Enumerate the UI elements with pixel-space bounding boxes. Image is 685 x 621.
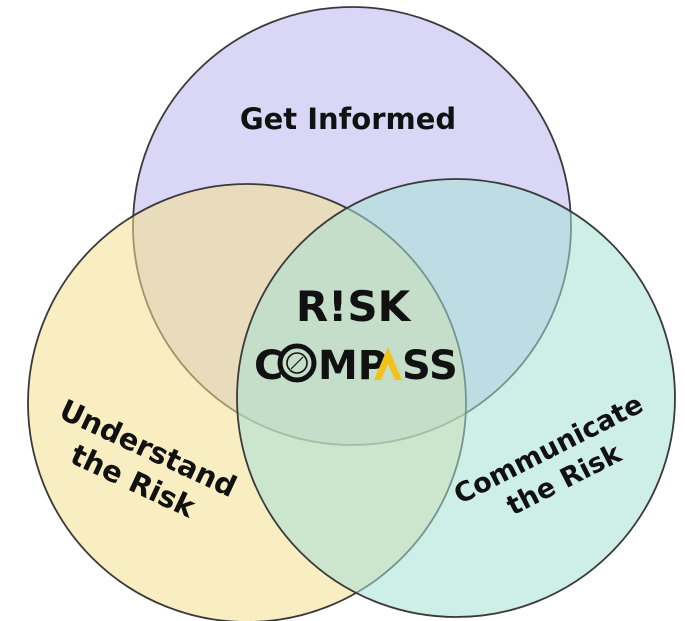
triangle-a-icon [374, 347, 402, 380]
label-get-informed: Get Informed [240, 102, 456, 136]
logo-line-risk: R!SK [296, 282, 412, 331]
risk-compass-logo: R!SK C MP SS [254, 282, 458, 389]
circle-communicate-the-risk [236, 178, 676, 618]
compass-icon [277, 343, 317, 383]
logo-letters-ss: SS [402, 343, 458, 389]
logo-letters-mp: MP [318, 343, 387, 389]
